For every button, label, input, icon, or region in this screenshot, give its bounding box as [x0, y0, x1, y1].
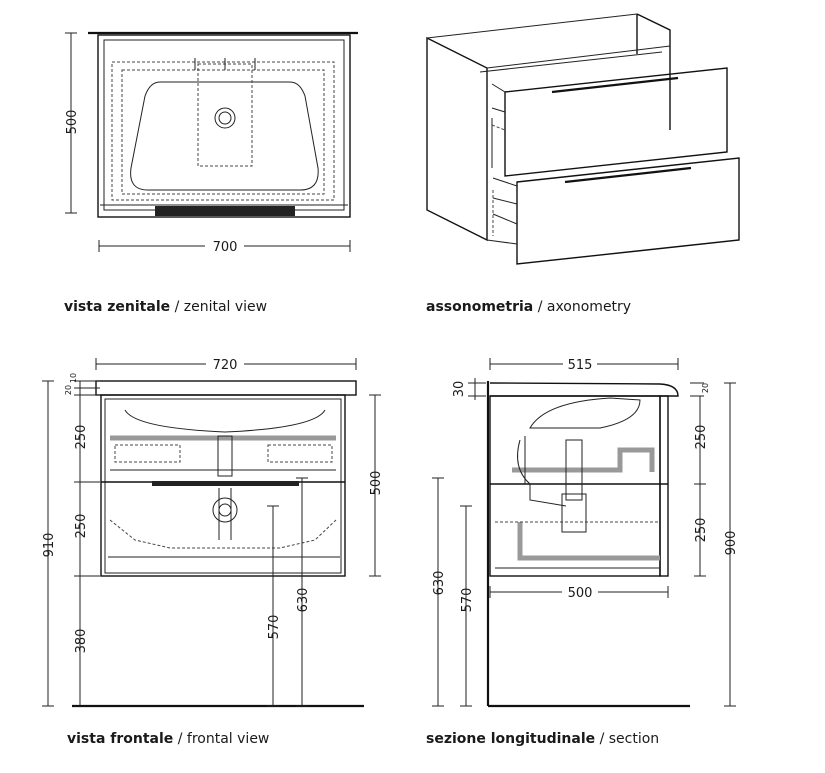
zenital-width-label: 700: [213, 240, 238, 255]
zenital-caption-bold: vista zenitale: [64, 299, 170, 315]
frontal-top-20-label: 20: [64, 385, 73, 395]
section-top-30-label: 30: [452, 381, 467, 398]
zenital-depth-dimension: 500: [65, 32, 80, 214]
section-view-drawing: [486, 381, 690, 708]
section-caption-bold: sezione longitudinale: [426, 731, 595, 747]
zenital-view-drawing: [88, 31, 358, 218]
axonometry-caption-bold: assonometria: [426, 299, 533, 315]
zenital-depth-label: 500: [65, 110, 80, 135]
section-drawer1-label: 250: [694, 425, 709, 450]
section-drawer2-label: 250: [694, 518, 709, 543]
axonometry-drawing: [426, 13, 740, 265]
frontal-caption-rest: / frontal view: [173, 731, 269, 747]
axonometry-caption: assonometria / axonometry: [426, 299, 631, 315]
section-570-label: 570: [460, 588, 475, 613]
frontal-570-label: 570: [267, 615, 282, 640]
section-total-label: 900: [724, 531, 739, 556]
frontal-left-dimensions: 910 20 10 250 250 380: [42, 373, 100, 707]
frontal-drawer1-label: 250: [74, 425, 89, 450]
frontal-630-label: 630: [296, 588, 311, 613]
frontal-body-label: 500: [369, 471, 384, 496]
section-depth-top-dimension: 515: [489, 358, 679, 373]
frontal-width-label: 720: [213, 358, 238, 373]
frontal-view-drawing: [72, 380, 364, 708]
section-caption: sezione longitudinale / section: [426, 731, 659, 747]
section-left-dimensions: 30 630 570: [432, 378, 486, 707]
frontal-width-dimension: 720: [95, 358, 357, 373]
section-630-label: 630: [432, 571, 447, 596]
frontal-top-10-label: 10: [69, 373, 78, 383]
frontal-total-label: 910: [42, 533, 57, 558]
axonometry-caption-rest: / axonometry: [533, 299, 631, 315]
zenital-caption: vista zenitale / zenital view: [64, 299, 267, 315]
section-top-20-label: 20: [701, 383, 710, 393]
frontal-drawer2-label: 250: [74, 514, 89, 539]
zenital-caption-rest: / zenital view: [170, 299, 267, 315]
section-right-dimensions: 20 250 250 900: [690, 382, 739, 707]
frontal-caption: vista frontale / frontal view: [67, 731, 269, 747]
frontal-right-dimensions: 500 570 630: [267, 394, 384, 707]
section-depth-top-label: 515: [568, 358, 593, 373]
zenital-width-dimension: 700: [98, 240, 351, 255]
section-inner-depth-dimension: 500: [489, 586, 669, 601]
section-caption-rest: / section: [595, 731, 659, 747]
frontal-caption-bold: vista frontale: [67, 731, 173, 747]
section-inner-depth-label: 500: [568, 586, 593, 601]
frontal-floor-gap-label: 380: [74, 629, 89, 654]
